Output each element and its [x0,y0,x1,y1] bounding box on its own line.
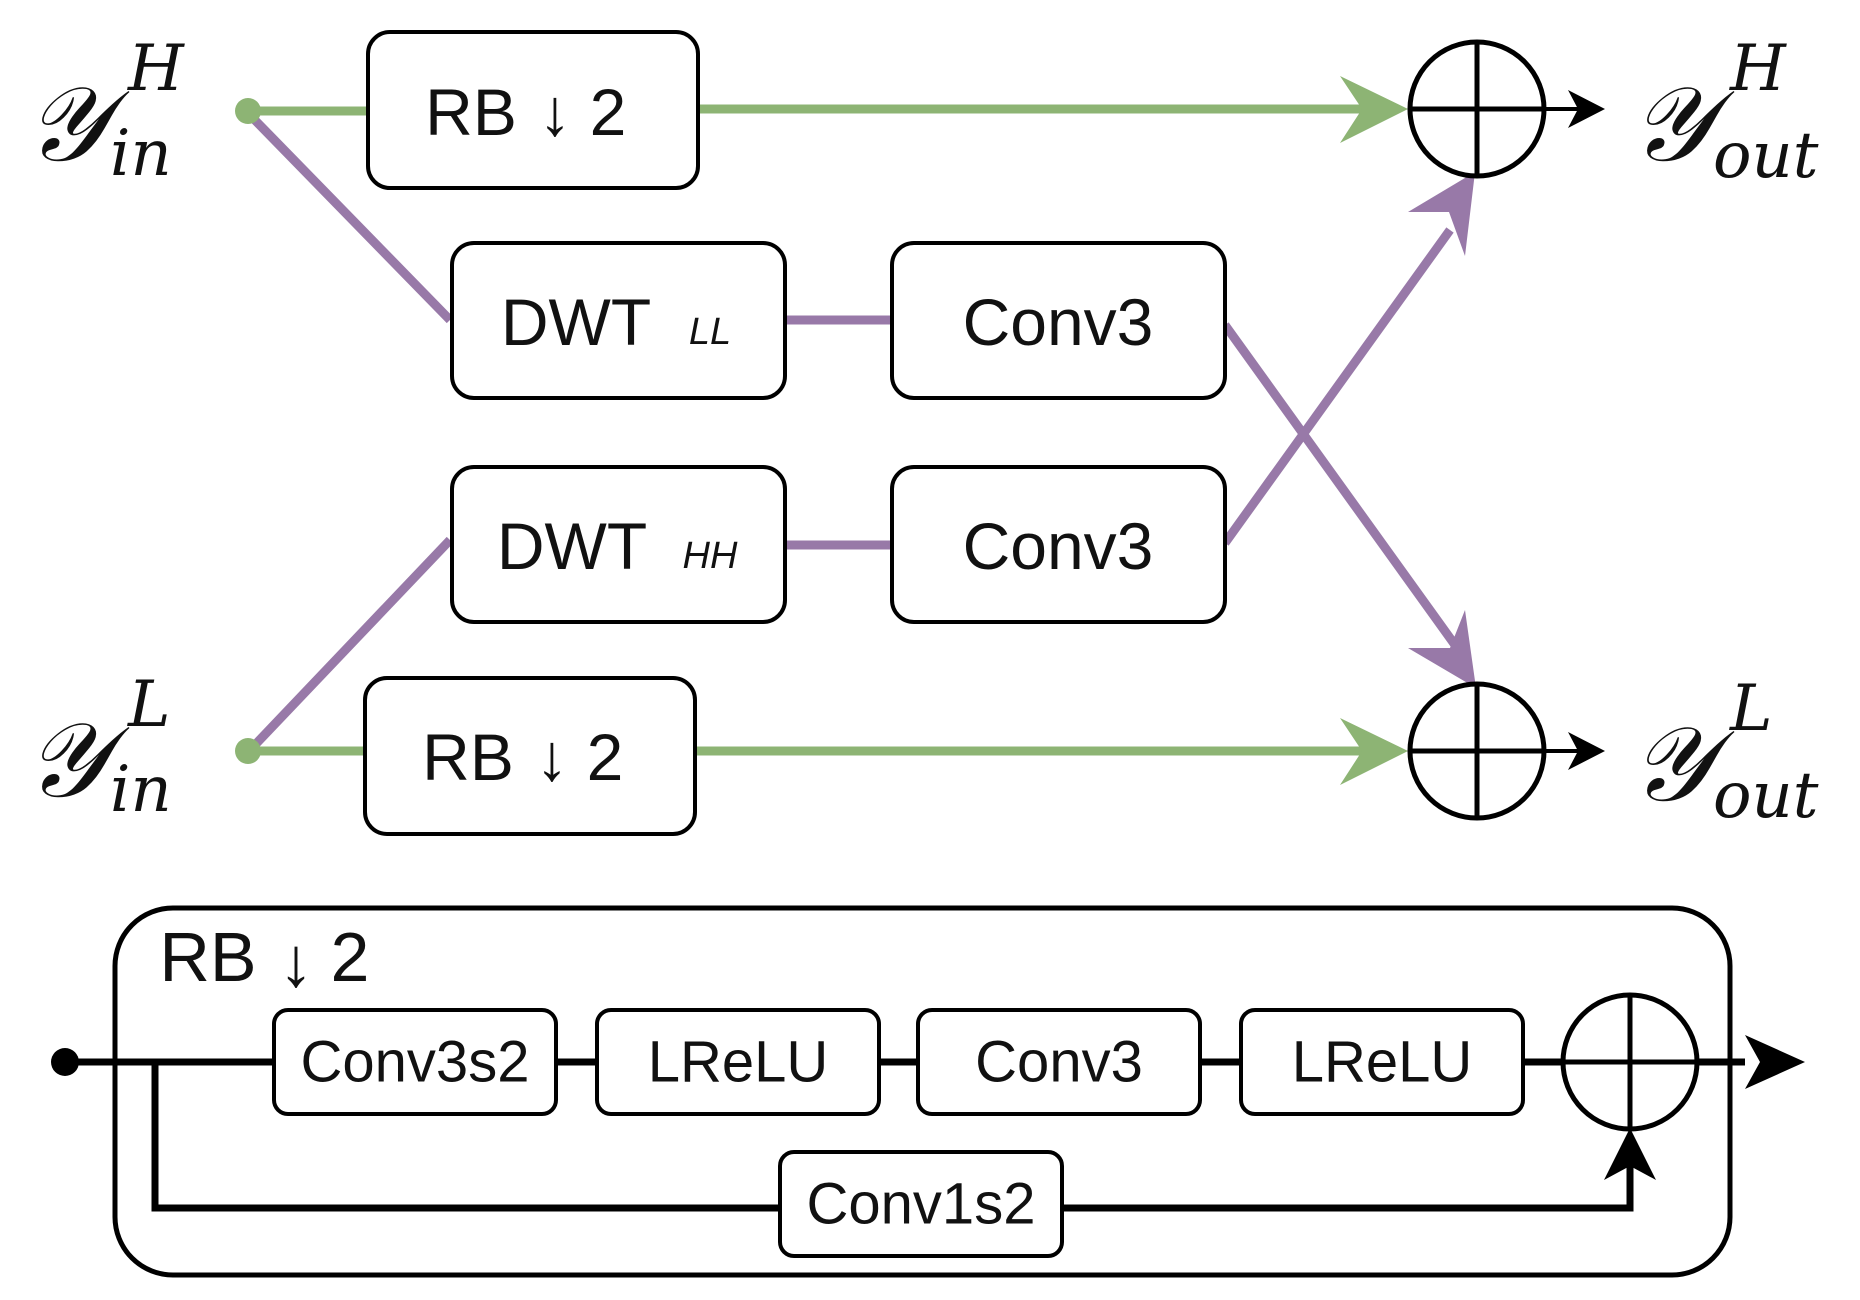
conv3-top-block: Conv3 [890,241,1227,400]
purple-arrowhead-low [1408,610,1476,688]
rb-block-lrelu-1: LReLU [595,1008,881,1116]
input-low-label: 𝒴 L in [25,668,172,827]
rb-block-lrelu-2: LReLU [1239,1008,1525,1116]
rb-top-block: RB ↓ 2 [366,30,700,190]
svg-text:RB: RB [159,918,256,996]
rb-skip-arrowhead [1604,1128,1656,1180]
high-to-dwt-ll-line [244,109,454,324]
rb-detail-title: RB ↓ 2 [159,918,369,1001]
rb-block-conv3: Conv3 [916,1008,1202,1116]
svg-text:Conv3s2: Conv3s2 [301,1030,530,1095]
connections [244,76,1605,785]
svg-text:RB: RB [425,75,517,149]
svg-text:RB: RB [422,720,514,794]
rb-bottom-block: RB ↓ 2 [363,676,697,836]
svg-text:in: in [110,117,172,191]
black-arrowhead-low [1568,732,1605,770]
conv3-bottom-to-high-sum-line [1221,227,1454,546]
output-low-label: 𝒴 L out [1630,672,1819,833]
svg-text:L: L [127,668,171,742]
green-arrowhead-top [1340,76,1408,143]
sum-high-node [1407,39,1547,179]
svg-text:H: H [127,32,185,106]
svg-text:out: out [1713,759,1819,833]
svg-text:DWT: DWT [497,509,647,583]
green-arrowhead-bottom [1340,718,1408,785]
svg-text:↓: ↓ [539,75,572,149]
purple-arrowhead-high [1408,172,1475,256]
conv3-bottom-block: Conv3 [890,465,1227,624]
svg-text:Conv3: Conv3 [975,1030,1143,1095]
rb-sum-node [1560,992,1700,1132]
svg-text:DWT: DWT [501,285,651,359]
svg-text:↓: ↓ [279,923,314,1001]
rb-output-arrowhead [1745,1035,1805,1089]
low-to-dwt-hh-line [248,536,454,752]
black-arrowhead-high [1568,90,1605,128]
svg-text:HH: HH [683,535,738,577]
svg-text:↓: ↓ [536,720,569,794]
svg-text:2: 2 [587,720,624,794]
rb-detail-panel: RB ↓ 2 Conv3s2 LReLU Conv3 LReLU [51,905,1805,1278]
svg-text:2: 2 [331,918,370,996]
rb-block-conv1s2: Conv1s2 [778,1150,1064,1258]
svg-text:LReLU: LReLU [648,1030,829,1095]
svg-text:Conv1s2: Conv1s2 [807,1172,1036,1237]
svg-text:L: L [1729,672,1773,746]
svg-text:Conv3: Conv3 [963,509,1154,583]
svg-text:LReLU: LReLU [1292,1030,1473,1095]
low-input-node [235,738,261,764]
svg-text:H: H [1729,32,1787,106]
input-high-label: 𝒴 H in [25,32,185,191]
svg-text:in: in [110,753,172,827]
output-high-label: 𝒴 H out [1630,32,1819,193]
svg-text:LL: LL [689,311,731,353]
sum-low-node [1407,681,1547,821]
rb-block-conv3s2: Conv3s2 [272,1008,558,1116]
svg-text:out: out [1713,119,1819,193]
svg-text:Conv3: Conv3 [963,285,1154,359]
dwt-hh-block: DWT HH [450,465,787,624]
rb-input-node [51,1048,79,1076]
conv3-top-to-low-sum-line [1221,322,1459,648]
high-input-node [235,98,261,124]
svg-text:2: 2 [590,75,627,149]
dwt-ll-block: DWT LL [450,241,787,400]
